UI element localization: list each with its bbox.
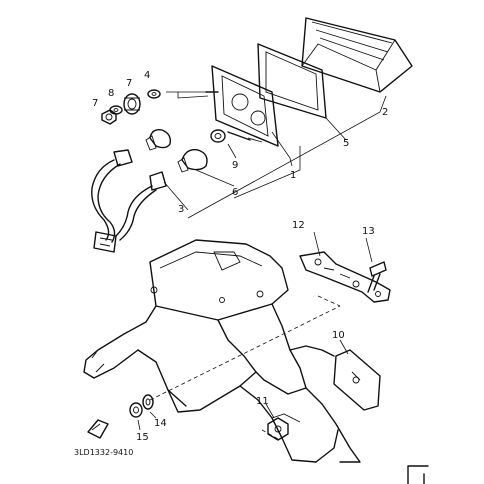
nut-part-6[interactable] bbox=[101, 109, 117, 125]
bulb-socket-cord[interactable] bbox=[91, 149, 167, 253]
grommet-part-8[interactable] bbox=[123, 93, 141, 115]
callout-13: 13 bbox=[362, 226, 375, 237]
callout-5: 6 bbox=[232, 187, 238, 198]
grommet-part-9[interactable] bbox=[210, 129, 226, 143]
washer-part-7-left[interactable] bbox=[109, 105, 123, 115]
corner-mark bbox=[407, 465, 429, 484]
rear-fender-frame bbox=[83, 239, 361, 463]
license-bracket-part-12[interactable] bbox=[299, 251, 391, 303]
callout-4: 5 bbox=[343, 138, 349, 149]
callout-8: 7 bbox=[126, 78, 132, 89]
wire-clip[interactable] bbox=[87, 419, 109, 439]
washer-part-7-right[interactable] bbox=[147, 89, 161, 99]
callout-12: 12 bbox=[292, 220, 305, 231]
washer-part-14[interactable] bbox=[142, 394, 154, 410]
callout-7-left: 8 bbox=[108, 88, 114, 99]
callout-9: 9 bbox=[232, 160, 238, 171]
callout-14: 14 bbox=[154, 418, 167, 429]
bulb-upper[interactable] bbox=[145, 128, 172, 151]
tail-light-lens[interactable] bbox=[301, 17, 413, 93]
callout-11: 11 bbox=[256, 396, 269, 407]
bulb-part-5[interactable] bbox=[177, 149, 208, 173]
lens-gasket[interactable] bbox=[257, 43, 327, 119]
reflector-part-10[interactable] bbox=[333, 349, 381, 411]
bolt-part-13[interactable] bbox=[367, 261, 387, 293]
callout-1: 1 bbox=[290, 170, 296, 181]
callout-15: 15 bbox=[136, 432, 149, 443]
callout-2: 2 bbox=[382, 107, 388, 118]
callout-6: 7 bbox=[92, 98, 98, 109]
tail-light-housing[interactable] bbox=[205, 65, 279, 147]
nut-part-11[interactable] bbox=[267, 417, 289, 441]
callout-10: 10 bbox=[332, 330, 345, 341]
callout-3: 3 bbox=[178, 204, 184, 215]
diagram-part-code: 3LD1332-9410 bbox=[74, 448, 133, 457]
grommet-part-15[interactable] bbox=[129, 402, 143, 418]
callout-7-right: 4 bbox=[144, 70, 150, 81]
